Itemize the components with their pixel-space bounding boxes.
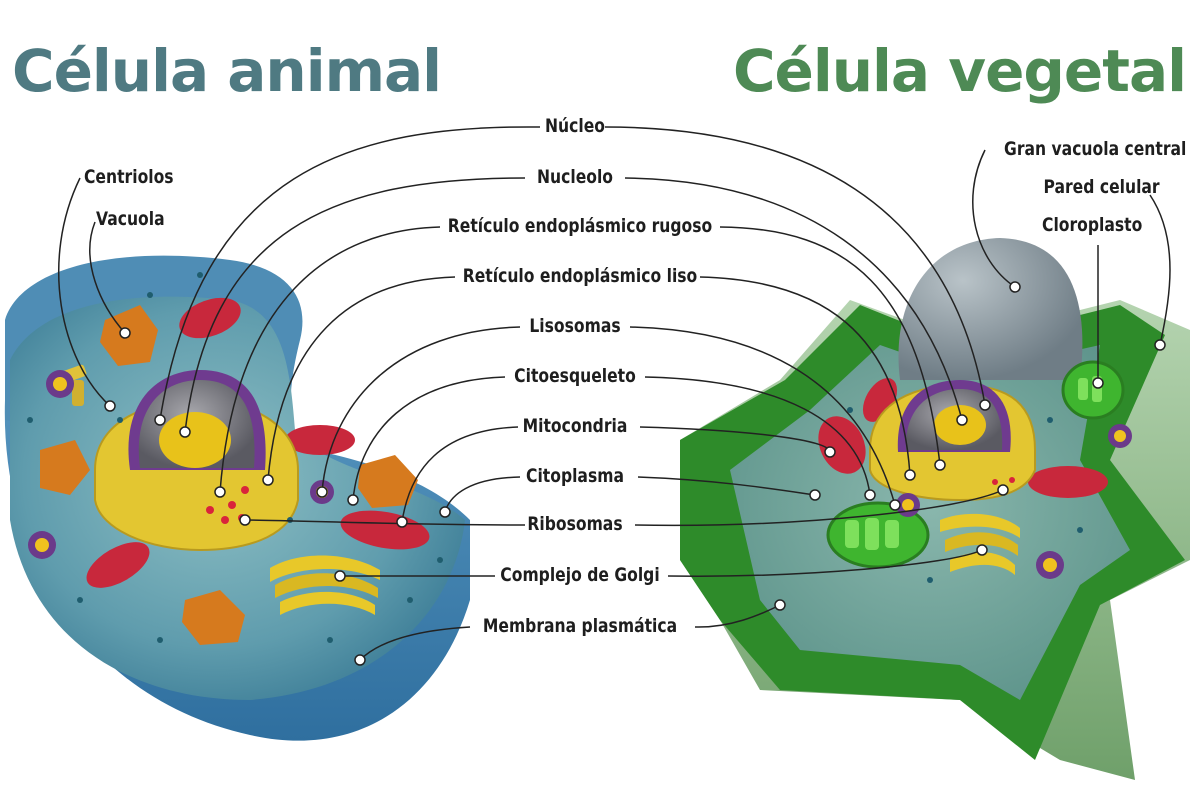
label-citoplasma: Citoplasma [526, 465, 624, 487]
lysosome-core [902, 499, 914, 511]
central-vacuole-shape [898, 238, 1083, 380]
granules-animal [27, 272, 443, 643]
label-centriolos: Centriolos [84, 166, 174, 188]
label-mitocondria: Mitocondria [522, 415, 628, 437]
vacuole-shape [182, 590, 245, 645]
label-nucleo: Núcleo [545, 115, 605, 137]
label-citoesqueleto: Citoesqueleto [514, 365, 636, 387]
mitochondria-shape [1028, 466, 1108, 498]
label-pared-celular: Pared celular [1043, 176, 1160, 198]
lysosome-core [1114, 430, 1126, 442]
title-plant-cell: Célula vegetal [732, 37, 1187, 105]
label-cloroplasto: Cloroplasto [1041, 214, 1142, 236]
mitochondria-shape [179, 297, 241, 339]
thylakoids [845, 518, 899, 550]
label-reticulo-rugoso: Retículo endoplásmico rugoso [447, 215, 713, 237]
lysosome-core [1043, 558, 1057, 572]
title-animal-cell: Célula animal [12, 37, 442, 105]
label-reticulo-liso: Retículo endoplásmico liso [462, 265, 698, 287]
label-vacuola: Vacuola [96, 208, 165, 230]
label-nucleolo: Nucleolo [536, 166, 614, 188]
label-lisosomas: Lisosomas [529, 315, 621, 337]
lysosome-core [53, 377, 67, 391]
vacuole-shape [358, 455, 418, 508]
label-membrana-plasmatica: Membrana plasmática [482, 615, 678, 637]
mitochondria-shape [86, 542, 150, 588]
lysosome-core [35, 538, 49, 552]
vacuole-shape [40, 440, 90, 495]
leader-lines [58, 126, 1171, 661]
nucleolus-shape [159, 412, 231, 468]
label-complejo-golgi: Complejo de Golgi [500, 564, 660, 586]
plant-cell [680, 238, 1190, 780]
label-gran-vacuola-central: Gran vacuola central [1003, 138, 1186, 160]
label-ribosomas: Ribosomas [527, 513, 623, 535]
golgi-animal [270, 555, 380, 615]
leader-dots [104, 281, 1166, 666]
golgi-plant [940, 513, 1020, 575]
granules-plant [847, 407, 1083, 583]
animal-cell [4, 255, 470, 741]
mitochondria-shape [818, 416, 866, 474]
